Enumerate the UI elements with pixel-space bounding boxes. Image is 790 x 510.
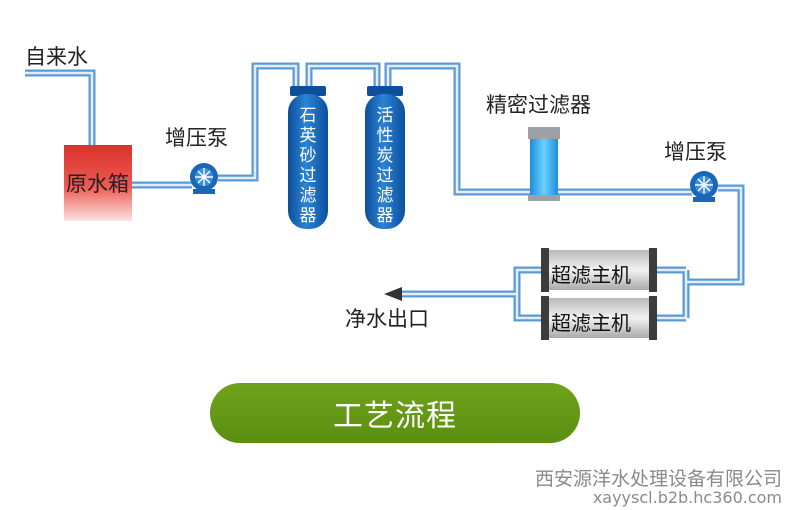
activated-carbon-filter	[365, 86, 405, 229]
pump1-label: 增压泵	[165, 126, 228, 150]
outlet-arrow-icon	[384, 287, 402, 301]
tap-water-label: 自来水	[25, 45, 88, 69]
pipe-network	[25, 62, 745, 322]
carbon-filter-label: 活性炭过滤器	[376, 106, 394, 226]
outlet-label: 净水出口	[345, 307, 429, 331]
pump-icon	[690, 171, 718, 202]
precision-filter-label: 精密过滤器	[486, 93, 591, 117]
uf1-label: 超滤主机	[551, 263, 631, 287]
ultrafiltration-unit	[541, 296, 657, 340]
quartz-sand-filter	[288, 86, 328, 229]
pump2-label: 增压泵	[664, 140, 727, 164]
ultrafiltration-unit	[541, 248, 657, 292]
raw-water-tank	[64, 145, 132, 221]
company-url: xayyscl.b2b.hc360.com	[592, 488, 782, 507]
precision-filter	[528, 127, 560, 201]
raw-tank-label: 原水箱	[66, 172, 129, 196]
company-name: 西安源洋水处理设备有限公司	[534, 468, 782, 490]
process-flow-banner: 工艺流程	[210, 383, 580, 443]
uf2-label: 超滤主机	[551, 311, 631, 335]
pump-icon	[190, 163, 218, 194]
quartz-filter-label: 石英砂过滤器	[299, 106, 317, 226]
